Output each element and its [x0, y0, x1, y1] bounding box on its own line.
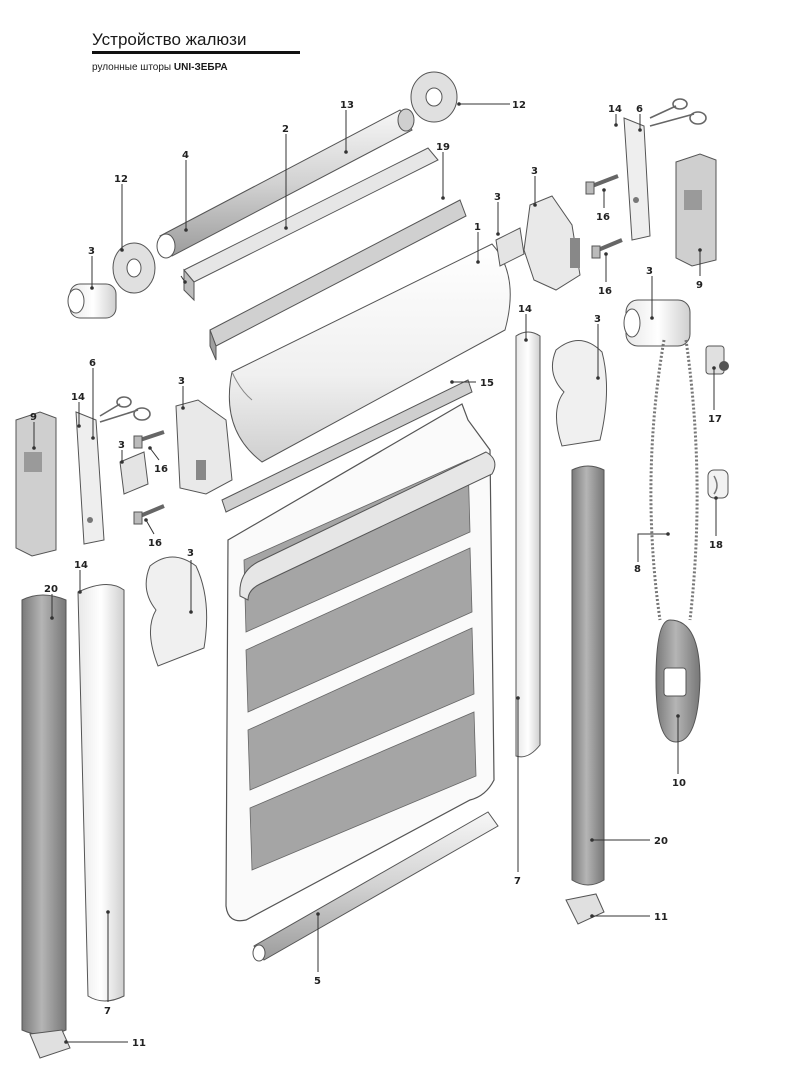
callout-16-top-1: 16 — [596, 212, 610, 223]
callout-2: 2 — [282, 124, 289, 135]
chain-clamp — [705, 345, 729, 375]
callout-11-right: 11 — [654, 912, 668, 923]
callout-3-bracket-left: 3 — [178, 376, 185, 387]
callout-12-top: 12 — [512, 100, 526, 111]
callout-5: 5 — [314, 976, 321, 987]
callout-12-left: 12 — [114, 174, 128, 185]
screw-left-2 — [133, 504, 165, 525]
callout-3-cap-right: 3 — [594, 314, 601, 325]
chain-mechanism-drum — [623, 299, 691, 347]
weight-bar — [221, 379, 473, 513]
subtitle-model: UNI-ЗЕБРА — [173, 62, 228, 73]
callout-20-right: 20 — [654, 836, 668, 847]
zebra-fabric-panel — [225, 403, 496, 922]
callout-3-bracket-top: 3 — [531, 166, 538, 177]
callout-20-left: 20 — [44, 584, 58, 595]
page-title: Устройство жалюзи — [92, 30, 247, 49]
bottom-cap-right — [565, 893, 605, 925]
bottom-cap-left — [29, 1029, 71, 1059]
callout-19: 19 — [436, 142, 450, 153]
wall-bracket-left — [15, 411, 57, 557]
callout-16-left-2: 16 — [148, 538, 162, 549]
callout-15: 15 — [480, 378, 494, 389]
callout-1: 1 — [474, 222, 481, 233]
bracket-top-right — [523, 195, 581, 291]
side-cover-right — [515, 331, 541, 758]
callout-4: 4 — [182, 150, 189, 161]
side-profile-dark-right — [571, 465, 605, 886]
chain-weight — [655, 619, 701, 743]
clip-left — [119, 451, 149, 495]
callout-16-left-1: 16 — [154, 464, 168, 475]
end-cap-left — [145, 556, 208, 667]
chain-loop — [649, 339, 699, 621]
clip-small-top — [495, 227, 525, 267]
side-profile-light-left — [77, 584, 125, 1002]
callout-14-top-right: 14 — [608, 104, 622, 115]
title-underline — [92, 51, 300, 54]
top-profile-rail — [183, 147, 439, 302]
callout-13: 13 — [340, 100, 354, 111]
side-profile-dark-left — [21, 594, 67, 1036]
subtitle: рулонные шторы UNI-ЗЕБРА — [92, 62, 228, 73]
scissors-icon-right — [649, 98, 707, 127]
callout-labels: 13 2 4 12 12 19 3 3 14 6 16 16 9 3 3 1 1… — [30, 100, 723, 1049]
callout-14-right: 14 — [518, 304, 532, 315]
callout-7-left: 7 — [104, 1006, 111, 1017]
screw-top-2 — [591, 238, 623, 259]
chain-stopper — [707, 469, 729, 499]
scissors-icon-left — [99, 396, 151, 423]
callout-3-drum: 3 — [646, 266, 653, 277]
callout-3-cap-left: 3 — [187, 548, 194, 559]
bracket-left-center — [175, 399, 233, 495]
bottom-weight-tube — [252, 811, 499, 962]
subtitle-prefix: рулонные шторы — [92, 62, 172, 73]
callout-6-left: 6 — [89, 358, 96, 369]
bracket-plate-right — [623, 117, 651, 241]
end-plug-left — [67, 283, 117, 319]
washer-small — [112, 242, 156, 294]
callout-9-left: 9 — [30, 412, 37, 423]
callout-16-top-2: 16 — [598, 286, 612, 297]
callout-7-right: 7 — [514, 876, 521, 887]
screw-left-1 — [133, 430, 165, 449]
callout-11-left: 11 — [132, 1038, 146, 1049]
callout-17: 17 — [708, 414, 722, 425]
bracket-plate-left — [75, 411, 105, 545]
callout-18: 18 — [709, 540, 723, 551]
callout-3-clip-top: 3 — [494, 192, 501, 203]
screw-top-1 — [585, 174, 619, 195]
callout-14-lower-left: 14 — [74, 560, 88, 571]
callout-3-clip-left: 3 — [118, 440, 125, 451]
end-cap-right — [551, 340, 607, 447]
callout-9-right: 9 — [696, 280, 703, 291]
callout-8: 8 — [634, 564, 641, 575]
callout-10: 10 — [672, 778, 686, 789]
leader-lines — [32, 102, 718, 1044]
callout-3-plug-left: 3 — [88, 246, 95, 257]
washer-large — [410, 71, 458, 123]
wall-bracket-right — [675, 153, 717, 267]
callout-6-right: 6 — [636, 104, 643, 115]
mounting-profile — [209, 199, 467, 361]
callout-14-left: 14 — [71, 392, 85, 403]
